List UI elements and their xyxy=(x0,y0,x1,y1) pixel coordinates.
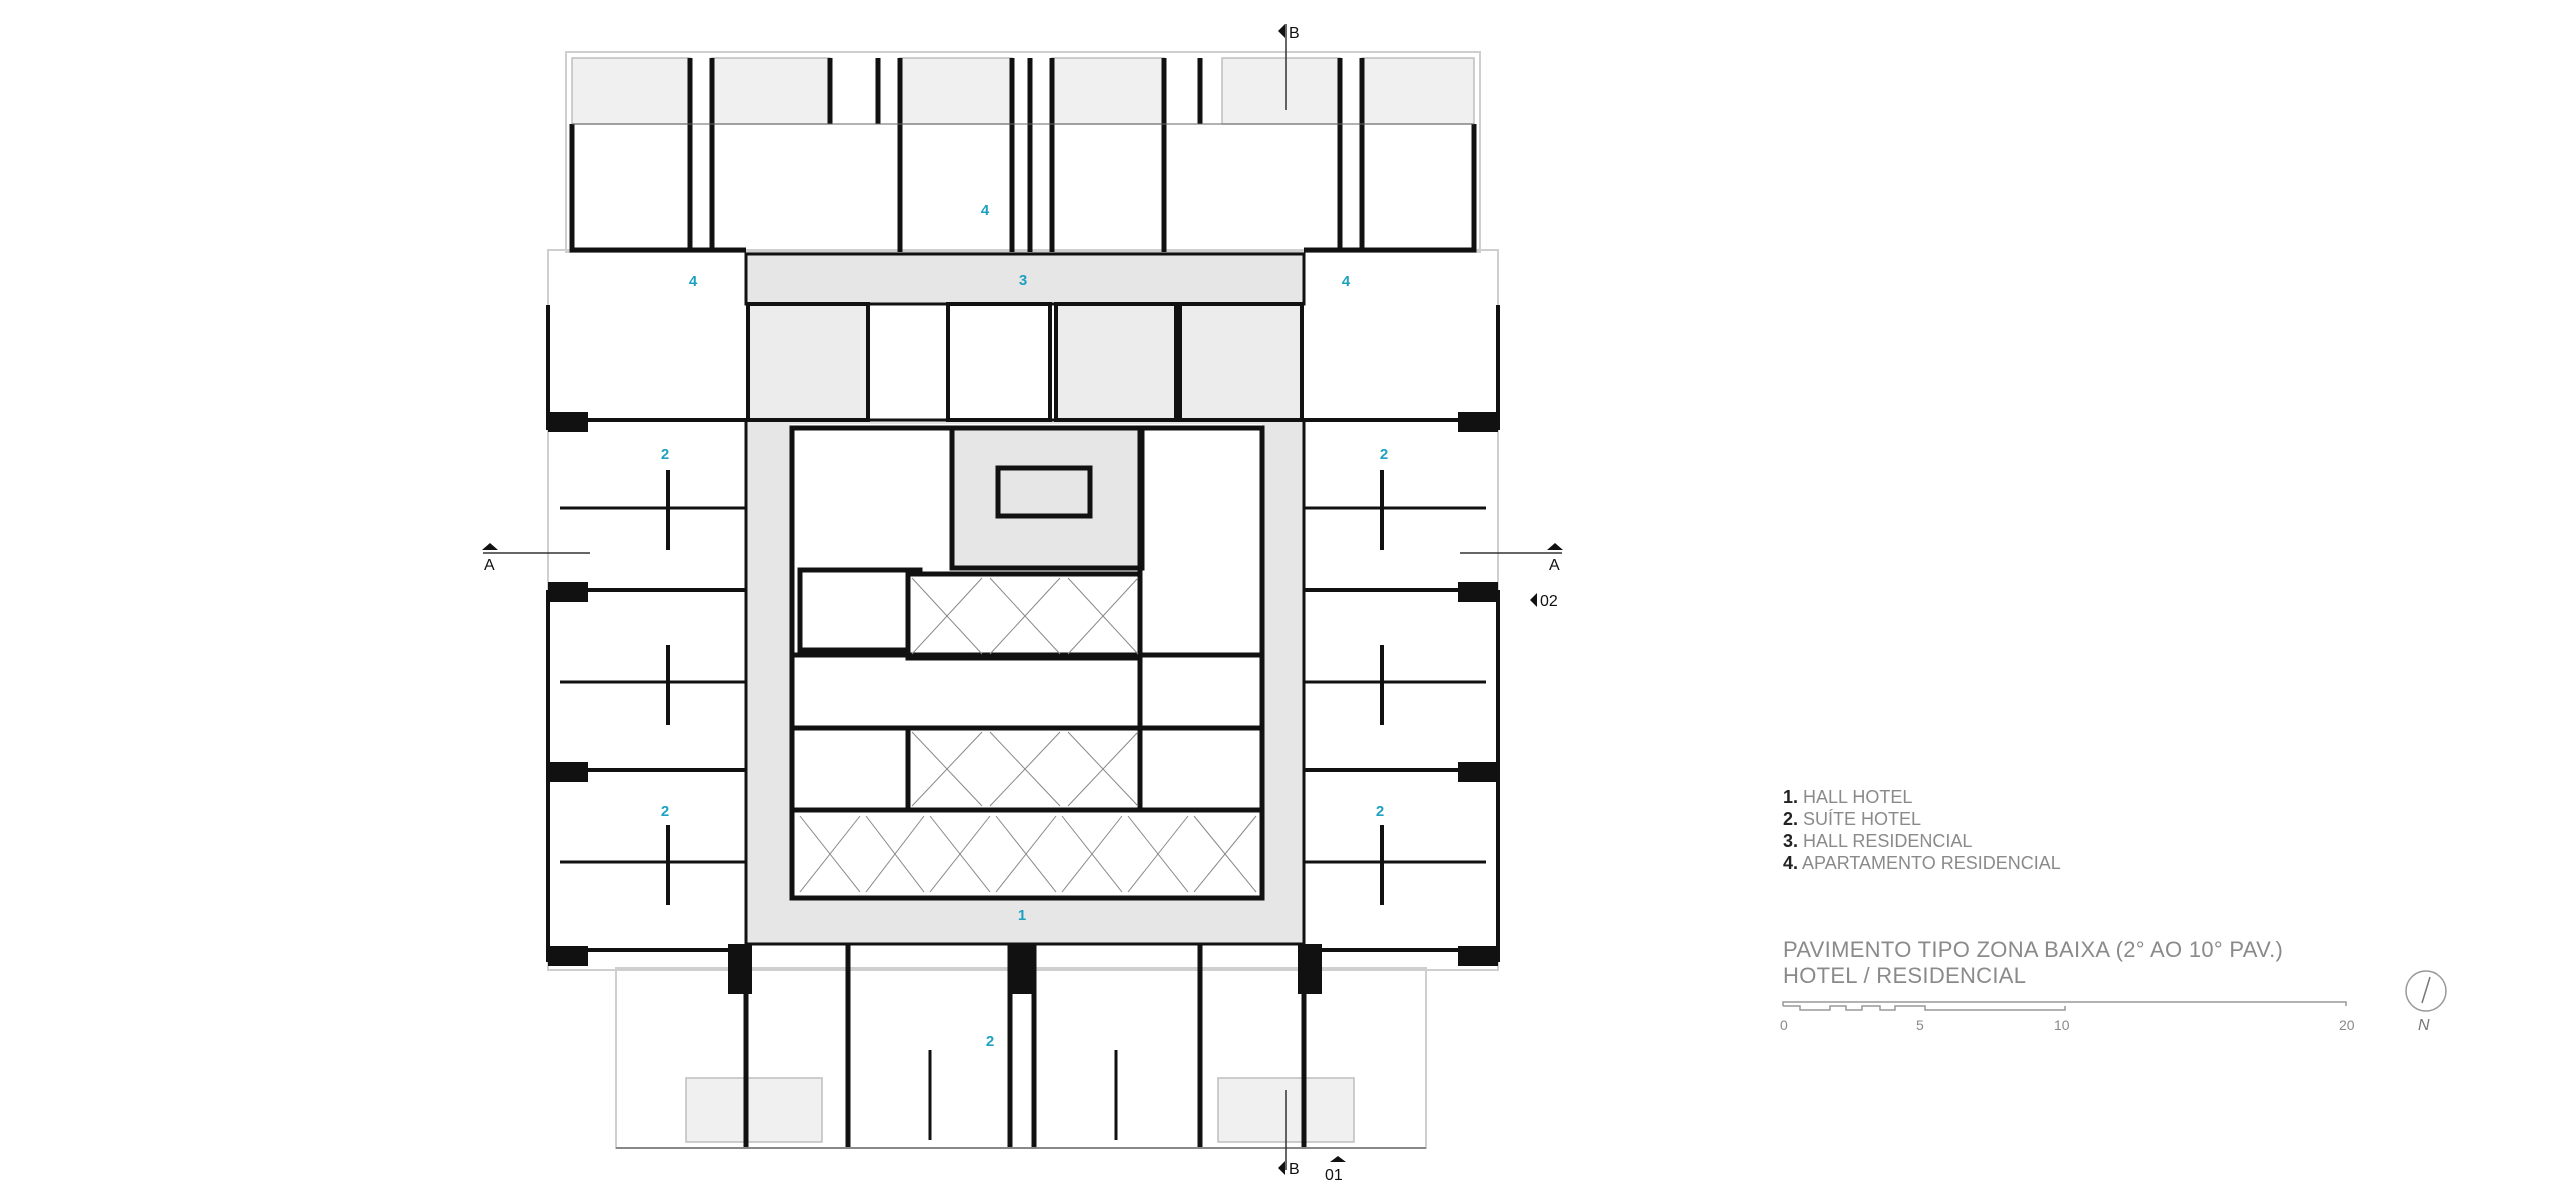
svg-text:B: B xyxy=(1289,25,1300,42)
svg-text:N: N xyxy=(2418,1017,2430,1034)
svg-text:02: 02 xyxy=(1540,593,1558,610)
east-columns xyxy=(1458,412,1498,966)
north-arrow-icon: N xyxy=(2405,970,2447,1034)
room-number-2-e1: 2 xyxy=(1380,446,1388,463)
east-suites xyxy=(1304,305,1500,962)
room-number-labels: 3 4 4 4 2 2 2 2 2 1 xyxy=(661,202,1388,1050)
svg-text:B: B xyxy=(1289,1161,1300,1178)
section-marker-a-left: A xyxy=(482,543,590,574)
hall-residencial xyxy=(744,252,1306,306)
elevation-marker-01: 01 xyxy=(1325,1156,1346,1182)
room-number-1: 1 xyxy=(1018,907,1026,924)
section-marker-a-right: A xyxy=(1460,543,1563,574)
room-number-4-left: 4 xyxy=(689,273,698,290)
section-marker-b-top: B xyxy=(1278,24,1300,110)
room-number-2-w1: 2 xyxy=(661,446,669,463)
svg-text:5: 5 xyxy=(1916,1017,1924,1033)
west-suites xyxy=(546,305,746,962)
svg-text:01: 01 xyxy=(1325,1167,1343,1182)
south-columns xyxy=(728,944,1322,994)
room-number-4-right: 4 xyxy=(1342,273,1351,290)
drawing-title-line2: HOTEL / RESIDENCIAL xyxy=(1783,963,2027,988)
legend-item: 1. HALL HOTEL xyxy=(1783,787,1913,807)
svg-text:10: 10 xyxy=(2054,1017,2070,1033)
north-units xyxy=(569,58,1477,253)
legend-item: 2. SUÍTE HOTEL xyxy=(1783,809,1922,829)
legend-item: 4. APARTAMENTO RESIDENCIAL xyxy=(1783,853,2061,873)
svg-text:0: 0 xyxy=(1780,1017,1788,1033)
svg-text:20: 20 xyxy=(2339,1017,2355,1033)
legend-item: 3. HALL RESIDENCIAL xyxy=(1783,831,1973,851)
west-columns xyxy=(548,412,588,966)
service-blocks xyxy=(746,302,1304,422)
legend: 1. HALL HOTEL 2. SUÍTE HOTEL 3. HALL RES… xyxy=(1783,786,2061,874)
elevator-cabins xyxy=(799,577,1257,893)
room-number-2-w2: 2 xyxy=(661,803,669,820)
room-number-2-e2: 2 xyxy=(1376,803,1384,820)
svg-text:A: A xyxy=(1549,557,1560,574)
scale-bar xyxy=(1782,1001,2347,1011)
room-number-2-south: 2 xyxy=(986,1033,994,1050)
room-number-3: 3 xyxy=(1019,272,1027,289)
room-number-4-top: 4 xyxy=(981,202,990,219)
drawing-title: PAVIMENTO TIPO ZONA BAIXA (2° AO 10° PAV… xyxy=(1783,937,2283,989)
elevation-marker-02: 02 xyxy=(1530,593,1558,610)
section-marker-b-bottom: B xyxy=(1278,1090,1300,1178)
svg-text:A: A xyxy=(484,557,495,574)
drawing-title-line1: PAVIMENTO TIPO ZONA BAIXA (2° AO 10° PAV… xyxy=(1783,937,2284,962)
scale-bar-labels: 0 5 10 20 xyxy=(1780,1017,2355,1033)
central-core xyxy=(789,425,1265,901)
